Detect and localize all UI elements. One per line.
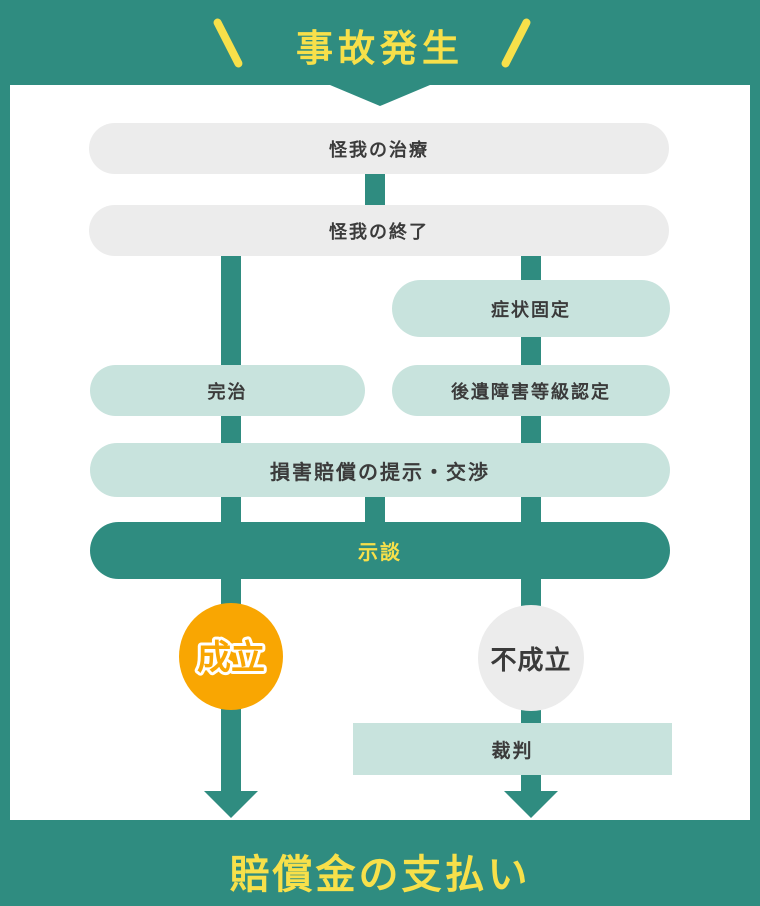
svg-text:成立: 成立 <box>197 638 265 678</box>
node-injury-end: 怪我の終了 <box>89 205 669 256</box>
arrow-down-left-icon <box>204 791 258 818</box>
connector-negotiation-to-settlement <box>365 497 385 522</box>
established-outlined-text: 成立 <box>194 635 268 681</box>
node-full-recovery: 完治 <box>90 365 365 416</box>
page-title: 事故発生 <box>296 27 464 70</box>
node-settlement: 示談 <box>90 522 670 579</box>
node-settlement-established: 成立 <box>179 603 283 710</box>
header-banner <box>0 0 760 85</box>
header-notch-icon <box>330 85 430 106</box>
node-negotiation: 損害賠償の提示・交渉 <box>90 443 670 497</box>
footer-title: 賠償金の支払い <box>229 852 531 898</box>
footer-banner: 賠償金の支払い <box>0 820 760 906</box>
node-trial: 裁判 <box>353 723 672 775</box>
connector-treatment-to-end <box>365 174 385 205</box>
node-settlement-not-established: 不成立 <box>478 605 584 711</box>
arrow-down-right-icon <box>504 791 558 818</box>
node-disability-grade: 後遺障害等級認定 <box>392 365 670 416</box>
node-injury-treatment: 怪我の治療 <box>89 123 669 174</box>
node-symptom-fixed: 症状固定 <box>392 280 670 337</box>
